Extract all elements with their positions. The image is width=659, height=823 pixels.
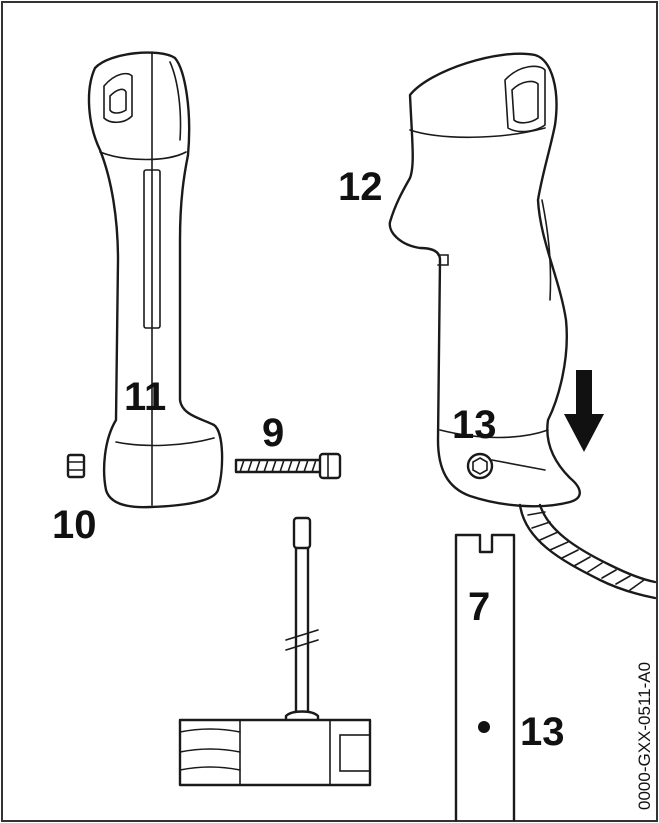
figure-code: 0000-GXX-0511-A0 — [635, 662, 654, 810]
label-part-12: 12 — [338, 165, 383, 209]
label-part-13-lower: 13 — [520, 710, 565, 754]
label-part-7: 7 — [468, 585, 490, 629]
tool-hole — [478, 721, 490, 733]
label-part-9: 9 — [262, 411, 284, 455]
arrow-down-icon — [564, 370, 604, 452]
cable — [518, 503, 657, 600]
label-part-10: 10 — [52, 503, 97, 547]
handle-part-12 — [388, 52, 581, 508]
screw-part-9 — [234, 452, 342, 480]
combination-wrench-tool — [178, 516, 372, 787]
nut-part-10 — [66, 453, 86, 479]
flat-tool-part-7 — [454, 533, 516, 822]
label-part-13-upper: 13 — [452, 403, 497, 447]
handle-half-part-11 — [87, 51, 224, 509]
label-part-11: 11 — [124, 375, 166, 419]
